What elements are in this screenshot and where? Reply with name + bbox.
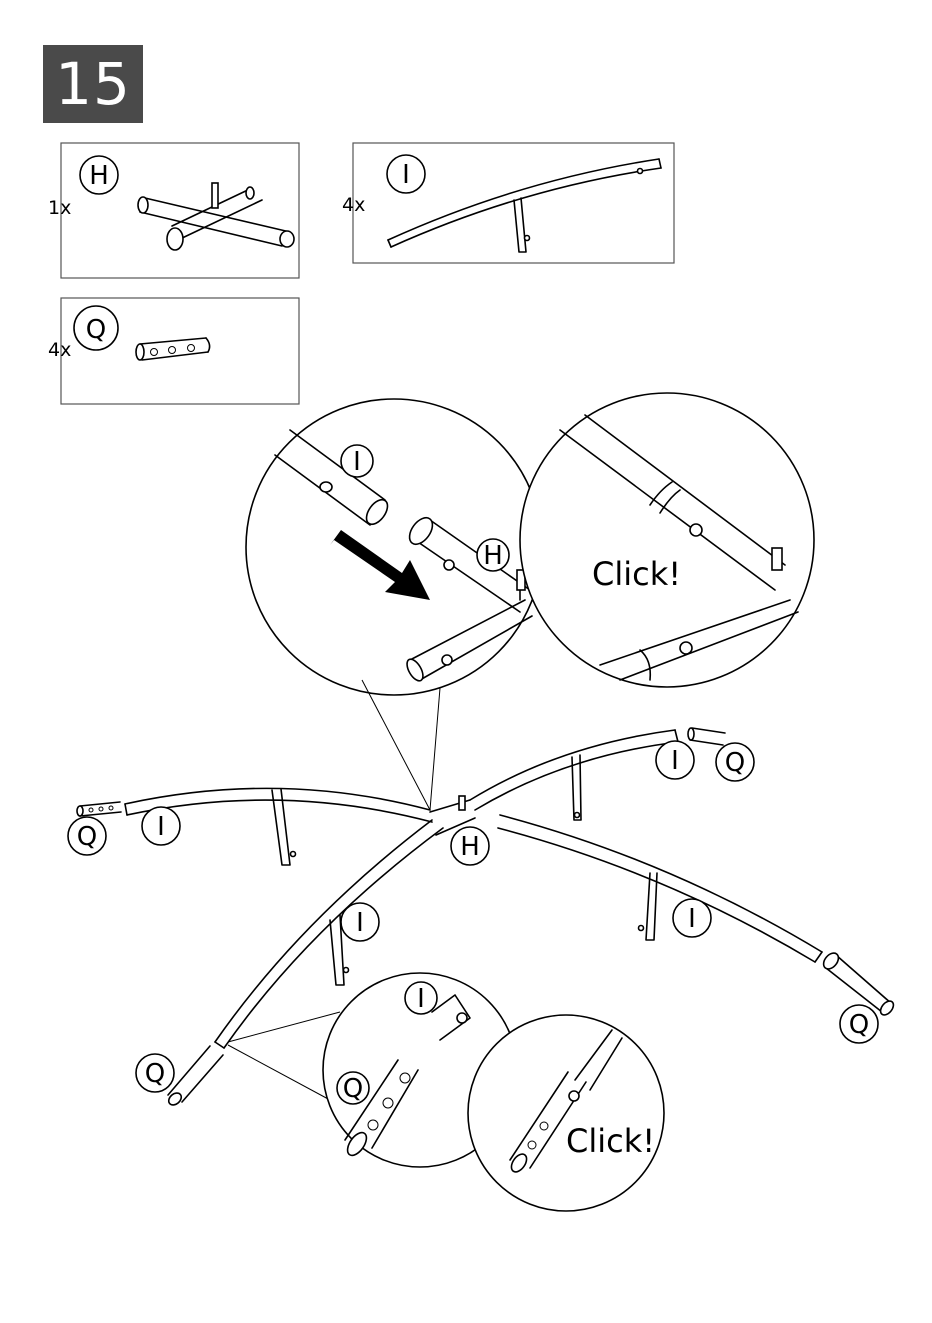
click-label-top: Click! <box>592 555 681 593</box>
label-h-hub: H <box>460 832 480 862</box>
label-q-upper-right: Q <box>725 748 745 778</box>
part-q-qty: 4x <box>48 339 71 361</box>
part-box-h: H 1x <box>48 143 299 278</box>
detail-label-q-bottom: Q <box>343 1074 363 1104</box>
part-q-letter: Q <box>86 315 106 345</box>
part-box-q: Q 4x <box>48 298 299 404</box>
detail-insert-i-into-h: I H <box>246 399 542 695</box>
label-i-upper-right: I <box>671 746 679 776</box>
detail-label-i: I <box>353 447 361 477</box>
part-h-qty: 1x <box>48 197 71 219</box>
part-h-letter: H <box>89 161 109 191</box>
label-i-lower-left: I <box>356 908 364 938</box>
label-q-left: Q <box>77 822 97 852</box>
label-q-lower-right: Q <box>849 1010 869 1040</box>
detail-click-q: Click! <box>468 1015 664 1211</box>
label-q-lower-left: Q <box>145 1059 165 1089</box>
detail-click-h: Click! <box>520 393 814 687</box>
label-i-left: I <box>157 812 165 842</box>
click-label-bottom: Click! <box>566 1122 655 1160</box>
label-i-lower-right: I <box>688 904 696 934</box>
detail-label-i-bottom: I <box>417 984 425 1014</box>
part-i-letter: I <box>402 160 410 190</box>
part-i-qty: 4x <box>342 194 365 216</box>
part-box-i: I 4x <box>342 143 674 263</box>
detail-label-h: H <box>483 541 503 571</box>
